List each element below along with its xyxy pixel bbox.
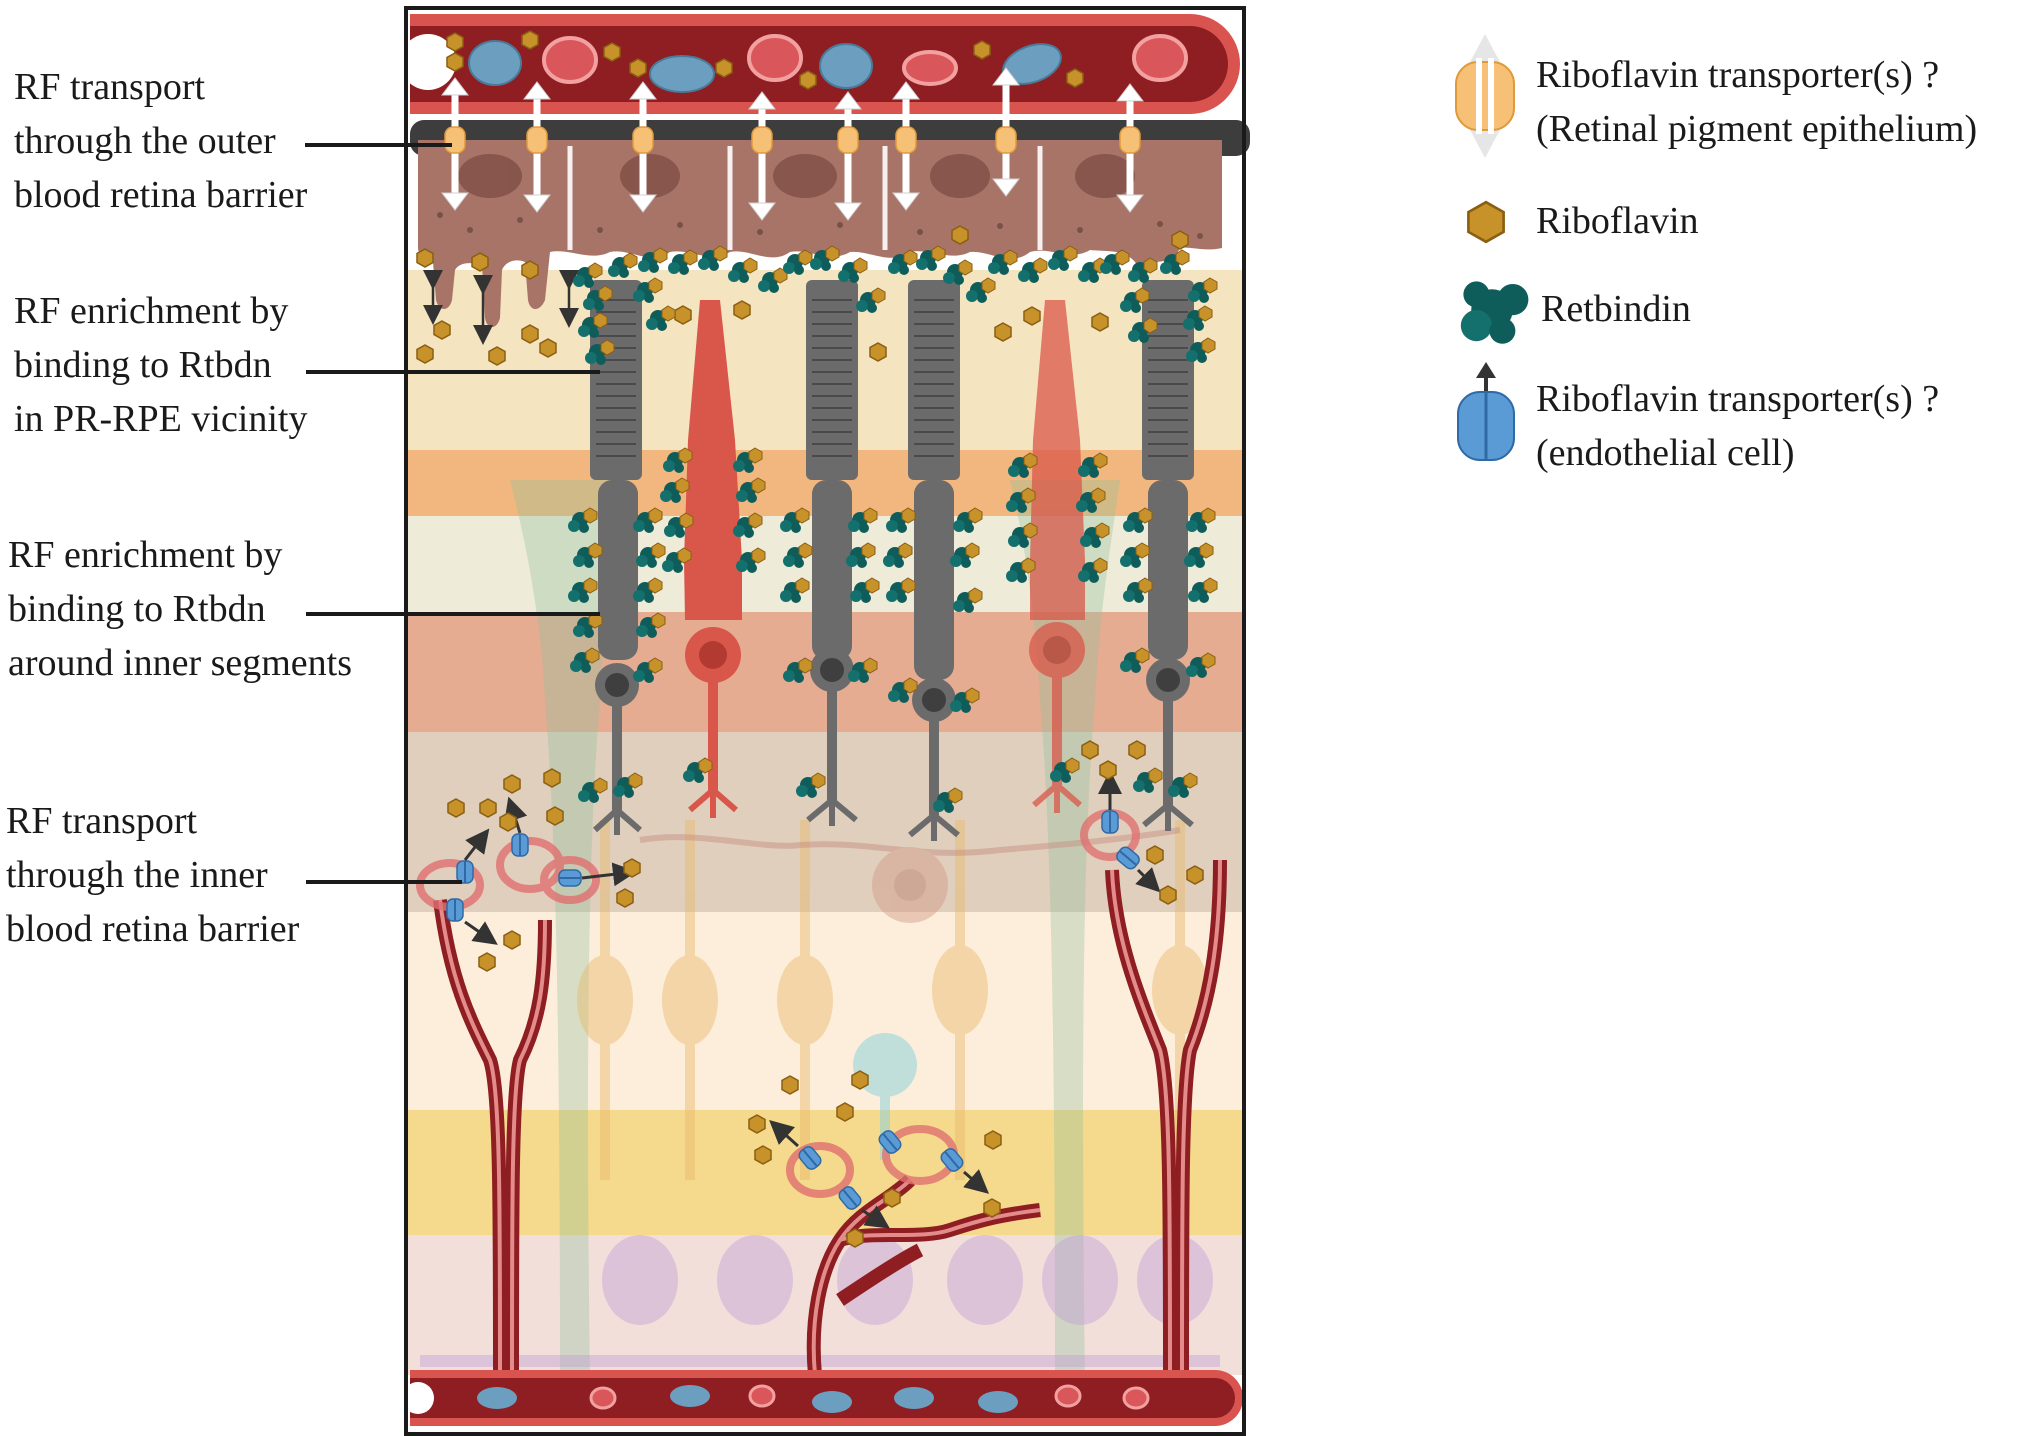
- legend-retbindin-label: Retbindin: [1541, 288, 1691, 330]
- rpe-transporters: [440, 67, 1145, 221]
- legend: [1455, 34, 1529, 461]
- legend-line: (endothelial cell): [1536, 432, 1795, 474]
- cone-cell: [684, 300, 742, 818]
- retinal-vessel-bottom: [402, 1370, 1243, 1426]
- choroidal-vessel: [400, 14, 1240, 114]
- annotation-line: blood retina barrier: [14, 174, 308, 216]
- annotation-line: binding to Rtbdn: [14, 344, 272, 386]
- retbindin-protein-icon: [1460, 281, 1529, 344]
- rod-cell: [908, 280, 960, 841]
- annotation-line: RF enrichment by: [8, 534, 283, 576]
- annotation-line: in PR-RPE vicinity: [14, 398, 308, 440]
- annotation-line: through the outer: [14, 120, 276, 162]
- annotation-outer-brb: RF transport through the outer blood ret…: [14, 60, 307, 222]
- subretinal-riboflavin: [416, 225, 1189, 366]
- rpe-transporter-icon: [1455, 34, 1515, 158]
- rod-cell: [806, 280, 858, 826]
- annotation-line: RF transport: [14, 66, 206, 108]
- bipolar-cells: [577, 820, 1208, 1180]
- annotation-line: RF transport: [6, 800, 198, 842]
- annotation-line: around inner segments: [8, 642, 353, 684]
- annotation-inner-brb: RF transport through the inner blood ret…: [6, 794, 299, 956]
- leader-lines: [305, 143, 600, 884]
- horizontal-cell: [639, 827, 1181, 923]
- endothelial-transporter-icon: [1457, 362, 1515, 461]
- legend-line: Riboflavin transporter(s) ?: [1536, 378, 1940, 420]
- legend-endothelial-transporter-label: Riboflavin transporter(s) ? (endothelial…: [1536, 372, 1939, 480]
- annotation-line: RF enrichment by: [14, 290, 289, 332]
- annotation-line: blood retina barrier: [6, 908, 300, 950]
- annotation-inner-segment-enrichment: RF enrichment by binding to Rtbdn around…: [8, 528, 352, 690]
- amacrine-cell: [853, 1033, 917, 1160]
- cone-cell: [1029, 300, 1085, 813]
- annotation-line: binding to Rtbdn: [8, 588, 266, 630]
- legend-line: Riboflavin transporter(s) ?: [1536, 54, 1940, 96]
- rpe-cells: [418, 140, 1222, 327]
- annotation-line: through the inner: [6, 854, 268, 896]
- legend-rpe-transporter-label: Riboflavin transporter(s) ? (Retinal pig…: [1536, 48, 1977, 156]
- rod-cell: [590, 280, 642, 835]
- ganglion-cells: [420, 1235, 1220, 1367]
- legend-riboflavin-label: Riboflavin: [1536, 200, 1699, 242]
- riboflavin-hexagon-icon: [1467, 200, 1505, 244]
- diagram-frame: [404, 6, 1246, 1436]
- muller-glia-cells: [510, 480, 1120, 1380]
- annotation-pr-rpe-enrichment: RF enrichment by binding to Rtbdn in PR-…: [14, 284, 307, 446]
- legend-line: (Retinal pigment epithelium): [1536, 108, 1978, 150]
- photoreceptors: [590, 280, 1194, 841]
